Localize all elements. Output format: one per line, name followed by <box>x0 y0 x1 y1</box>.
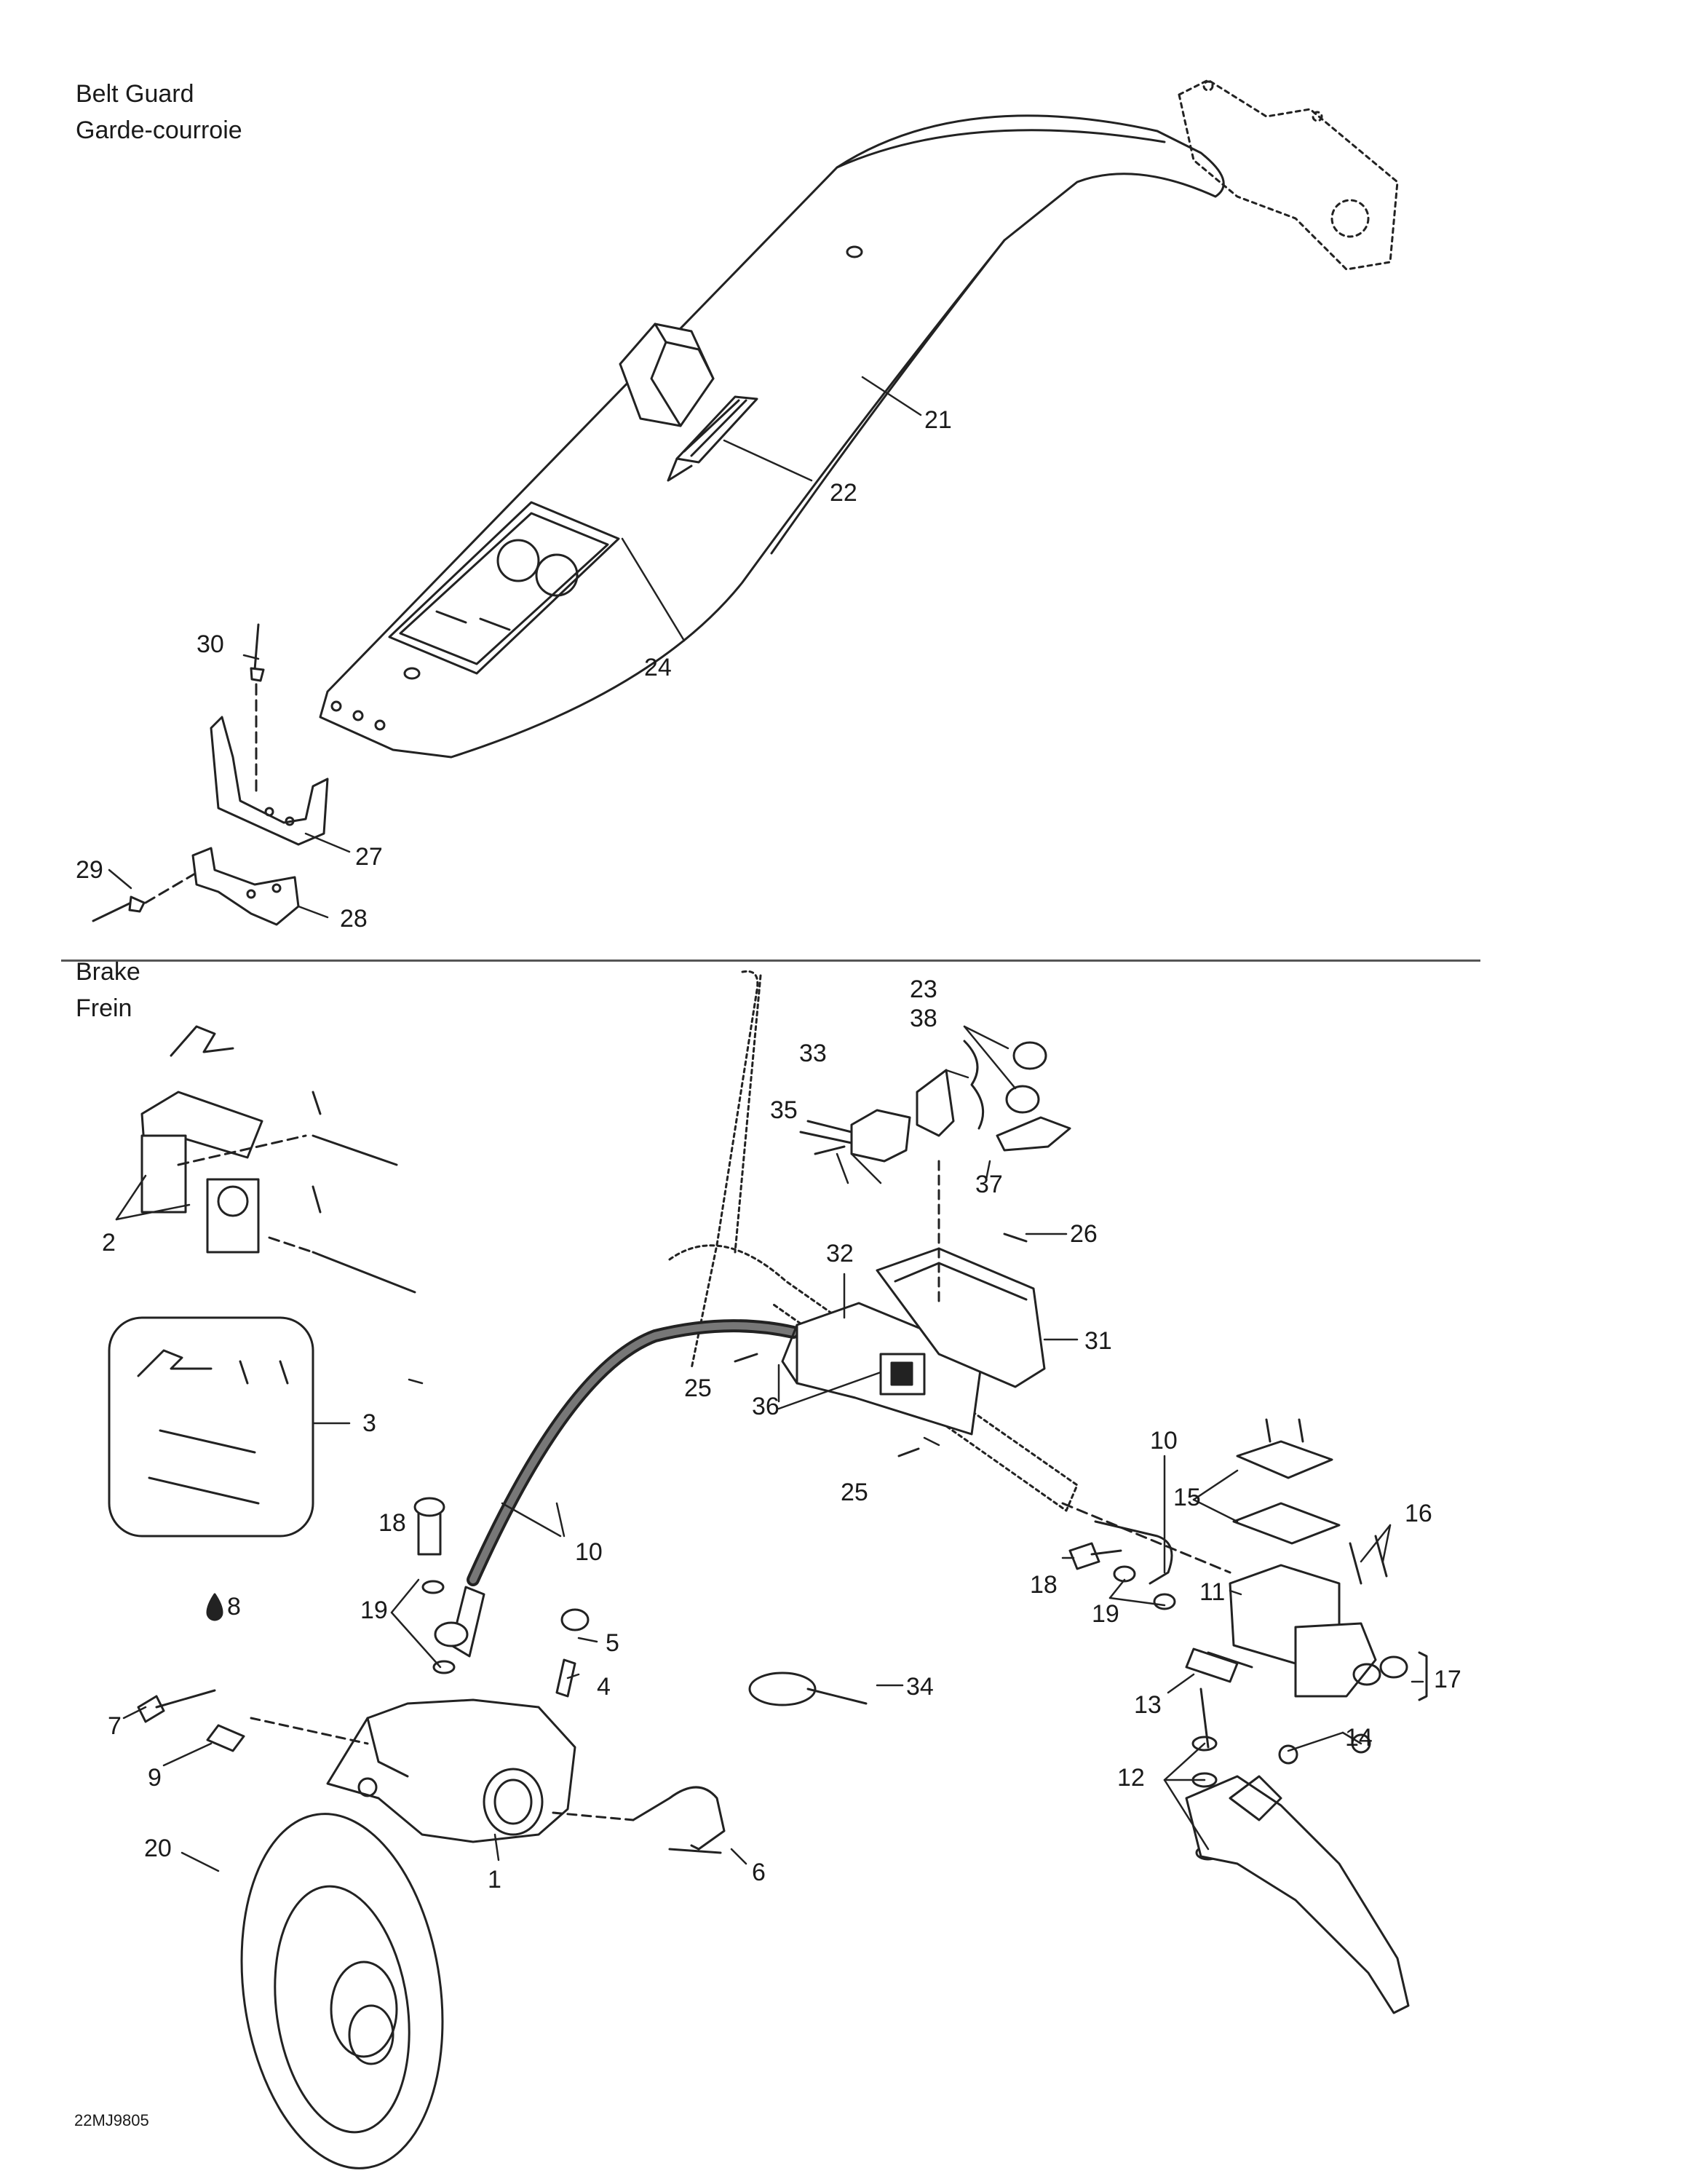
screw-25a <box>734 1353 758 1363</box>
handlebar <box>668 970 1079 1512</box>
section-divider <box>61 960 1480 962</box>
callout-10b: 10 <box>1150 1427 1178 1455</box>
belt-guard-title: Belt Guard Garde-courroie <box>76 76 242 149</box>
caliper-bolt-7 <box>137 1689 216 1723</box>
screw-25b <box>897 1447 920 1457</box>
pad-pin-upper <box>312 1134 398 1166</box>
callout-15: 15 <box>1173 1484 1201 1511</box>
brake-caliper-1 <box>326 1698 576 1843</box>
drop-icon <box>206 1593 223 1621</box>
nut-14 <box>1278 1733 1371 1765</box>
callout-25b: 25 <box>841 1479 868 1506</box>
callout-38: 38 <box>910 1005 937 1032</box>
callout-32: 32 <box>826 1240 854 1267</box>
callout-10a: 10 <box>575 1538 603 1566</box>
callout-23: 23 <box>910 976 937 1003</box>
brake-line-6 <box>632 1786 726 1854</box>
washer-19d <box>1153 1593 1176 1610</box>
brake-lever <box>1185 1775 1410 2014</box>
callout-30: 30 <box>197 630 224 658</box>
screw-35 <box>814 1145 846 1155</box>
callout-27: 27 <box>355 843 383 871</box>
bracket-27 <box>210 716 329 846</box>
brake-disc-20 <box>240 1813 444 2169</box>
switch-plate-33 <box>799 1109 911 1163</box>
piston-13 <box>1185 1647 1239 1683</box>
callout-31: 31 <box>1084 1327 1112 1355</box>
brake-pad-kit-3 <box>108 1316 314 1538</box>
rivet-30 <box>250 623 265 682</box>
banjo-bolt-18b <box>1068 1542 1122 1570</box>
callout-19a: 19 <box>360 1597 388 1624</box>
reservoir-cover-15 <box>1232 1440 1341 1545</box>
callout-21: 21 <box>924 406 952 434</box>
clamp-17 <box>1352 1651 1428 1701</box>
brake-pads-2 <box>140 1091 263 1254</box>
callout-22: 22 <box>830 479 857 507</box>
rivet-29 <box>92 895 146 922</box>
callout-17: 17 <box>1434 1666 1461 1693</box>
callout-25a: 25 <box>684 1374 712 1402</box>
callout-37: 37 <box>975 1171 1003 1198</box>
callout-24: 24 <box>644 654 672 681</box>
callout-16: 16 <box>1405 1500 1432 1527</box>
callout-29: 29 <box>76 856 103 884</box>
brake-title: Brake Frein <box>76 954 140 1026</box>
callout-2: 2 <box>102 1229 116 1257</box>
master-cylinder-11 <box>1207 1564 1377 1698</box>
pad-pin-lower <box>312 1251 416 1294</box>
callout-19b: 19 <box>1092 1600 1119 1628</box>
pad-clip <box>170 1025 234 1057</box>
callout-5: 5 <box>606 1629 619 1657</box>
cable-tie-34 <box>748 1671 868 1706</box>
brake-hose-10 <box>434 1319 800 1658</box>
screw-26 <box>1003 1233 1028 1243</box>
callout-9: 9 <box>148 1764 162 1792</box>
brake-title-en: Brake <box>76 958 140 986</box>
leader-lines <box>108 376 1424 1872</box>
callout-36: 36 <box>752 1393 779 1420</box>
belt-guard-handle <box>619 323 715 427</box>
callout-1: 1 <box>488 1866 501 1894</box>
callout-6: 6 <box>752 1859 766 1886</box>
callout-18b: 18 <box>1030 1571 1058 1599</box>
callout-28: 28 <box>340 905 368 933</box>
connector-23 <box>1005 1041 1047 1114</box>
spring-38 <box>963 1040 985 1130</box>
callout-33: 33 <box>799 1040 827 1067</box>
cotter-pin-a <box>312 1091 322 1115</box>
drawing-code: 22MJ9805 <box>74 2111 149 2129</box>
bleeder-4 <box>555 1658 576 1698</box>
callout-12: 12 <box>1117 1764 1145 1792</box>
belt-guard-title-en: Belt Guard <box>76 80 194 108</box>
callout-34: 34 <box>906 1673 934 1701</box>
contact-37 <box>916 1069 1071 1152</box>
cotter-pin-b <box>312 1185 322 1214</box>
callout-20: 20 <box>144 1835 172 1862</box>
callout-35: 35 <box>770 1096 798 1124</box>
callout-3: 3 <box>362 1409 376 1437</box>
callout-8: 8 <box>227 1593 241 1621</box>
clamp-screws-16 <box>1265 1418 1388 1585</box>
belt-guard-label-22 <box>667 395 758 482</box>
retainer-9 <box>206 1724 245 1752</box>
bracket-28 <box>191 847 300 926</box>
callout-11: 11 <box>1199 1578 1226 1606</box>
washer-19a <box>421 1580 445 1594</box>
callout-26: 26 <box>1070 1220 1098 1248</box>
washer-19b <box>432 1660 456 1674</box>
callout-18a: 18 <box>378 1509 406 1537</box>
bleeder-cap-5 <box>560 1608 590 1631</box>
belt-guard-decal-24 <box>388 501 620 675</box>
belt-guard-title-fr: Garde-courroie <box>76 116 242 144</box>
callout-4: 4 <box>597 1673 611 1701</box>
brake-title-fr: Frein <box>76 994 132 1022</box>
callout-13: 13 <box>1134 1691 1162 1719</box>
banjo-bolt-18a <box>413 1497 445 1556</box>
callout-14: 14 <box>1345 1724 1373 1752</box>
drive-mount-bracket <box>1178 79 1399 271</box>
callout-7: 7 <box>108 1712 122 1740</box>
